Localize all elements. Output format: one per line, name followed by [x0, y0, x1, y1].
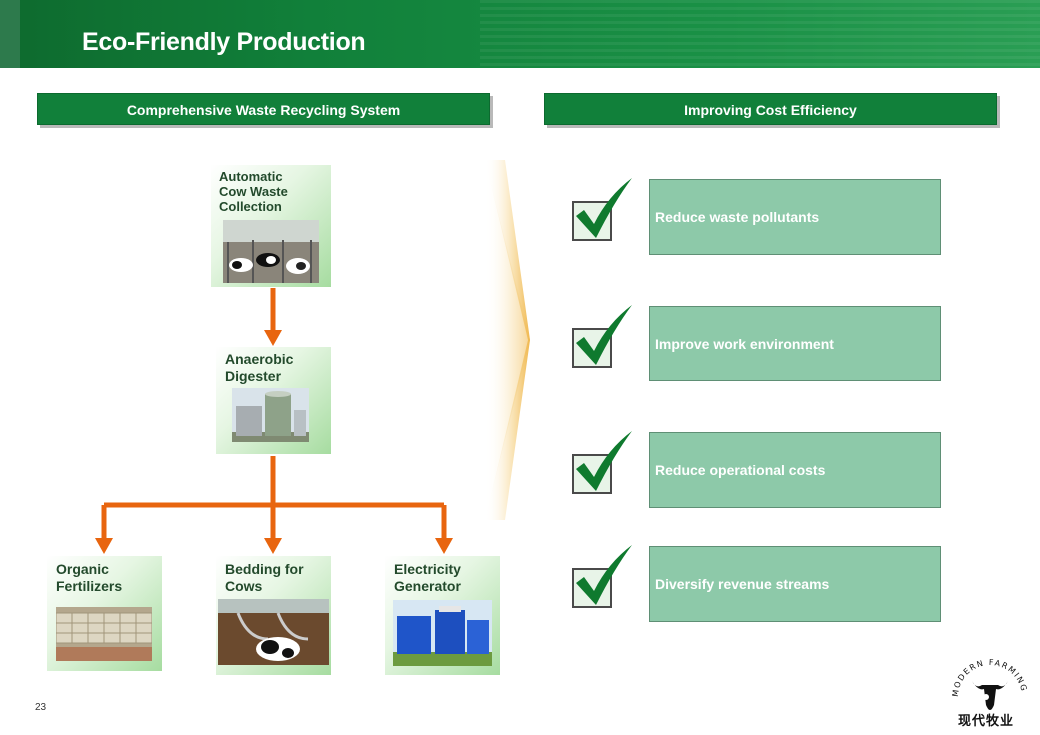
chevron-arrow-graphic — [485, 160, 530, 520]
page-title: Eco-Friendly Production — [82, 28, 366, 56]
benefit-operational-costs: Reduce operational costs — [649, 432, 941, 508]
checkmark-icon — [576, 431, 632, 491]
checkmark-icon — [576, 178, 632, 238]
barn-photo — [223, 220, 319, 283]
benefit-label: Improve work environment — [655, 335, 834, 352]
process-box-fertilizers: Organic Fertilizers — [47, 556, 162, 671]
benefit-label: Reduce waste pollutants — [655, 209, 820, 225]
section-header-cost: Improving Cost Efficiency — [544, 93, 997, 125]
benefit-reduce-waste: Reduce waste pollutants — [649, 179, 941, 255]
electricity-label: Electricity Generator — [394, 561, 461, 594]
section-header-waste: Comprehensive Waste Recycling System — [37, 93, 490, 125]
generator-photo — [393, 600, 492, 666]
benefit-revenue-streams: Diversify revenue streams — [649, 546, 941, 622]
logo-chinese-text: 现代牧业 — [958, 713, 1015, 728]
fertilizers-label: Organic Fertilizers — [56, 561, 123, 594]
checkmark-icon — [576, 545, 632, 605]
process-box-digester: Anaerobic Digester — [216, 347, 331, 454]
digester-photo — [232, 388, 309, 442]
checkmark-icon — [576, 305, 632, 365]
header-accent-bar — [0, 0, 20, 68]
modern-farming-logo: MODERN FARMING — [951, 658, 1027, 710]
process-box-electricity: Electricity Generator — [385, 556, 500, 675]
bedding-label: Bedding for Cows — [225, 561, 304, 594]
digester-label: Anaerobic Digester — [225, 351, 294, 384]
header-stripes — [480, 0, 1040, 68]
benefit-work-environment: Improve work environment — [649, 306, 941, 381]
page-number: 23 — [35, 702, 47, 713]
process-box-bedding: Bedding for Cows — [216, 556, 331, 675]
benefit-label: Reduce operational costs — [655, 462, 826, 478]
fertilizer-bags-photo — [56, 607, 152, 661]
collection-label: Automatic Cow Waste Collection — [219, 169, 288, 214]
benefit-label: Diversify revenue streams — [655, 576, 830, 592]
header-banner: Eco-Friendly Production — [0, 0, 1040, 68]
process-box-collection: Automatic Cow Waste Collection — [211, 165, 331, 287]
cow-bedding-photo — [218, 599, 329, 665]
